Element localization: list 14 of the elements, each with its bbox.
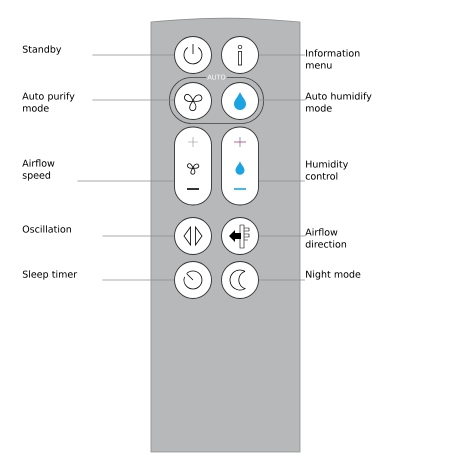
leader-line: [258, 180, 306, 182]
callout-label: Information menu: [306, 49, 360, 69]
callout-label: Airflow speed: [22, 159, 54, 181]
callout-label: Airflow direction: [305, 228, 346, 248]
leader-line: [258, 54, 306, 56]
callout-label: Oscillation: [22, 225, 71, 233]
callout-label: Standby: [22, 45, 62, 55]
leader-line: [92, 54, 174, 56]
callout-label: Humidity control: [306, 160, 348, 180]
callout-label: Sleep timer: [22, 270, 78, 280]
callout-label: Night mode: [306, 270, 360, 280]
callout-label: Auto humidify mode: [305, 92, 372, 112]
callout-label: Auto purify mode: [22, 92, 75, 112]
leader-line: [77, 180, 174, 182]
